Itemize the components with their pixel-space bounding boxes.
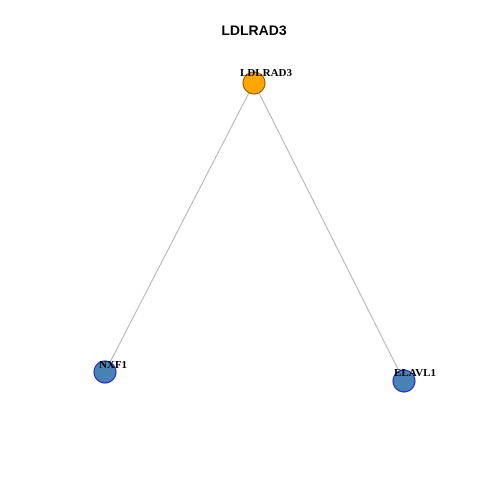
- edge-layer: [104, 82, 405, 382]
- edge-ldlrad3-nxf1: [104, 82, 255, 373]
- node-layer: [93, 71, 416, 393]
- node-nxf1[interactable]: [93, 360, 117, 384]
- edge-ldlrad3-elavl1: [253, 82, 405, 382]
- node-label-nxf1: NXF1: [99, 359, 127, 371]
- node-label-elavl1: ELAVL1: [394, 367, 436, 379]
- node-ldlrad3[interactable]: [242, 71, 266, 95]
- graph-title: LDLRAD3: [221, 22, 287, 38]
- node-elavl1[interactable]: [392, 369, 416, 393]
- node-label-ldlrad3: LDLRAD3: [240, 67, 292, 79]
